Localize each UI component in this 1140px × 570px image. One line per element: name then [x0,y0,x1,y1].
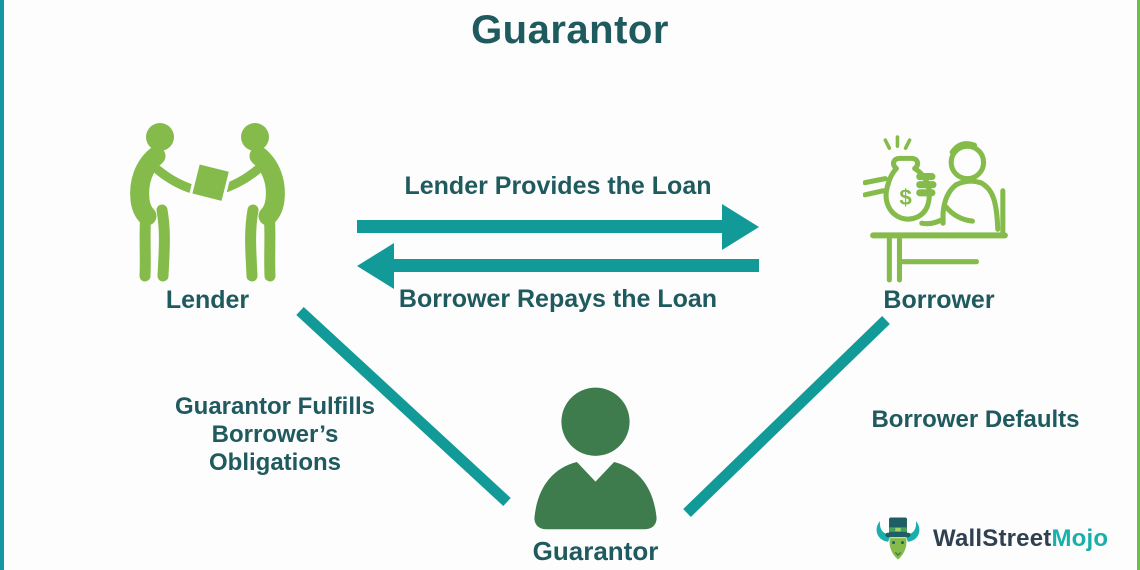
logo-wordmark: WallStreetMojo [933,525,1108,553]
borrower-defaults-note: Borrower Defaults [871,406,1080,433]
guarantor-note-line-2: Borrower’s [211,421,339,448]
svg-text:$: $ [899,185,912,210]
borrower-money-desk-icon: $ [863,135,1008,283]
left-border-accent [0,0,4,570]
guarantor-note-line-1: Guarantor Fulfills [174,393,375,420]
arrow-left-borrower-to-lender [357,243,759,289]
right-border-accent [1137,0,1140,570]
lender-label: Lender [165,286,250,314]
bull-mascot-icon [876,517,920,560]
guarantor-note-line-3: Obligations [209,449,341,476]
logo-mojo-text: Mojo [1051,525,1109,552]
arrow-right-lender-to-borrower [357,204,759,250]
wallstreetmojo-logo: WallStreetMojo [872,514,1108,564]
guarantor-obligations-note: Guarantor Fulfills Borrower’s Obligation… [160,393,390,477]
lender-provides-loan-label: Lender Provides the Loan [404,172,712,200]
lender-handshake-icon [130,123,285,282]
guarantor-label: Guarantor [532,536,659,566]
page-title: Guarantor [471,8,669,52]
borrower-repays-loan-label: Borrower Repays the Loan [398,285,718,313]
logo-wallstreet-text: WallStreet [933,525,1052,552]
guarantor-person-icon [534,387,657,530]
borrower-label: Borrower [883,286,995,314]
